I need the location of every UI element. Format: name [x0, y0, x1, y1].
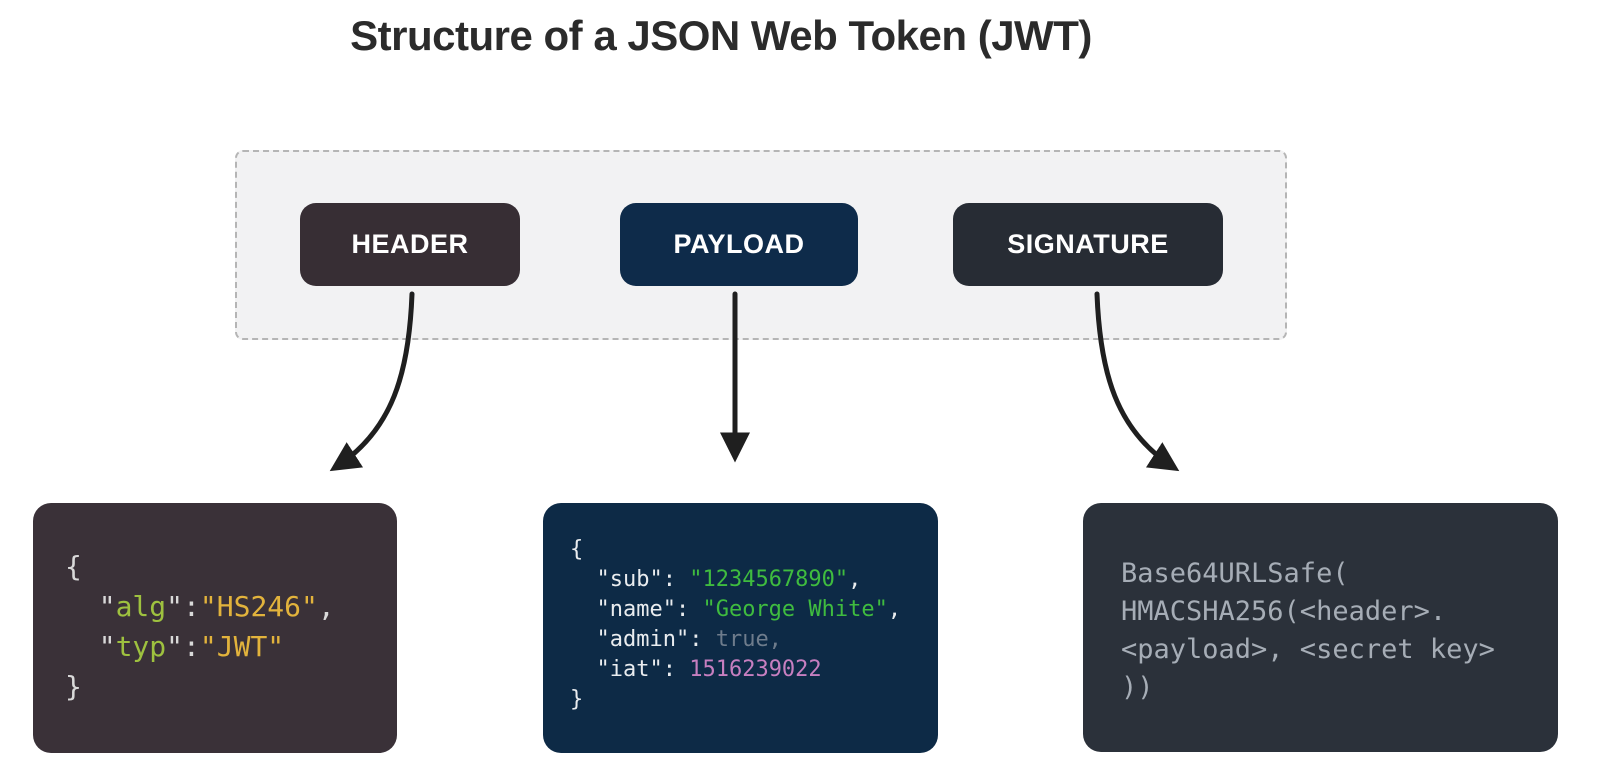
payload-code: { "sub": "1234567890", "name": "George W…	[570, 537, 902, 712]
header-chip-label: HEADER	[351, 229, 469, 259]
header-chip: HEADER	[300, 203, 520, 286]
header-code: { "alg":"HS246", "typ":"JWT"}	[65, 550, 335, 703]
signature-chip: SIGNATURE	[953, 203, 1223, 286]
signature-chip-label: SIGNATURE	[1007, 229, 1169, 259]
payload-chip-label: PAYLOAD	[673, 229, 805, 259]
signature-code-box: Base64URLSafe(HMACSHA256(<header>.<paylo…	[1083, 503, 1558, 752]
payload-code-box: { "sub": "1234567890", "name": "George W…	[543, 503, 938, 753]
payload-chip: PAYLOAD	[620, 203, 858, 286]
diagram-title: Structure of a JSON Web Token (JWT)	[350, 12, 1092, 59]
header-code-box: { "alg":"HS246", "typ":"JWT"}	[33, 503, 397, 753]
signature-code: Base64URLSafe(HMACSHA256(<header>.<paylo…	[1121, 558, 1495, 703]
